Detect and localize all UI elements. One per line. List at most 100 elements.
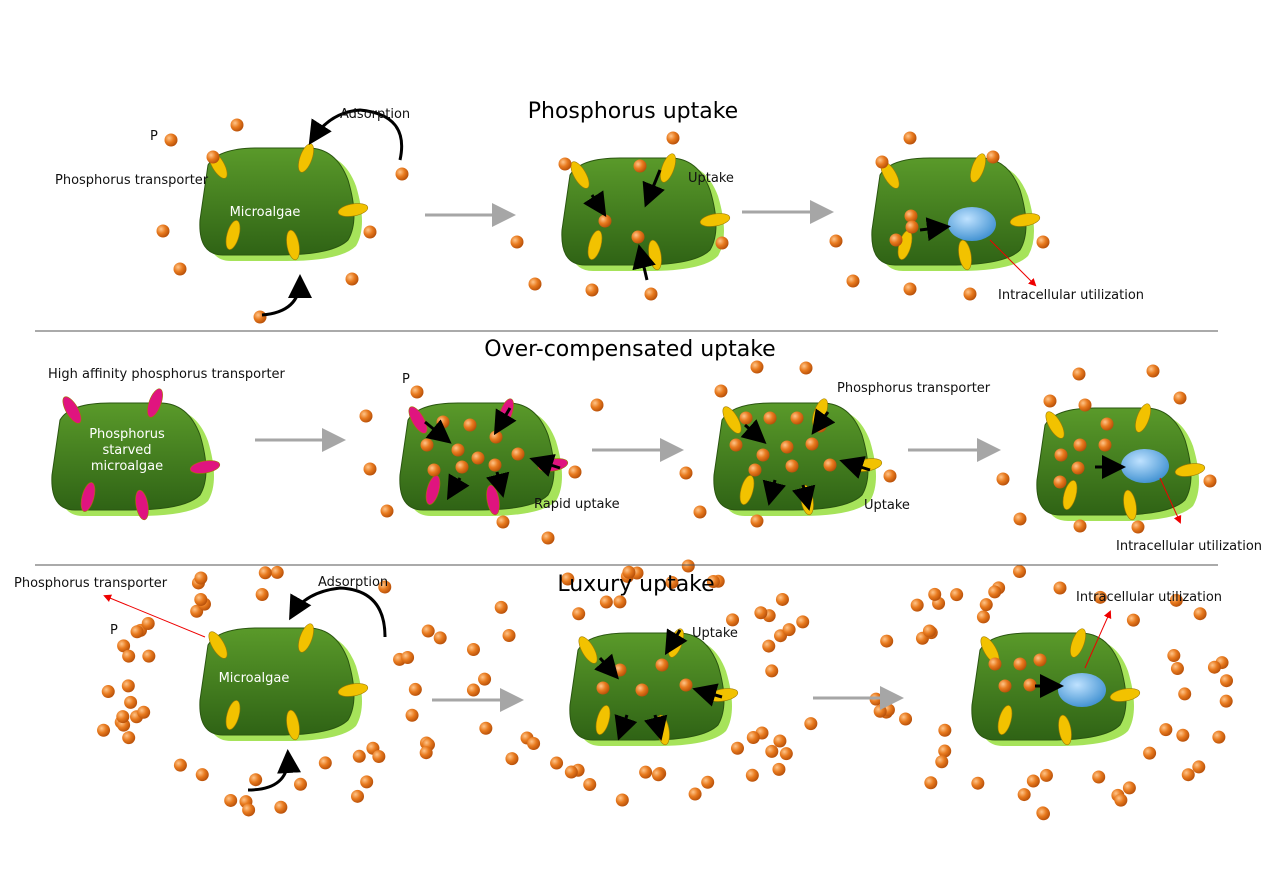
panel-title: Phosphorus uptake — [528, 99, 738, 124]
phosphate-dot — [1173, 391, 1187, 405]
phosphate-dot — [922, 624, 936, 638]
phosphate-dot — [466, 643, 480, 657]
phosphate-dot — [748, 463, 762, 477]
transporter-icon — [1123, 489, 1137, 521]
phosphate-dot — [130, 625, 144, 639]
phosphate-dot — [1167, 649, 1181, 663]
phosphate-dot — [1013, 657, 1027, 671]
phosphate-dot — [639, 765, 653, 779]
arrow-icon — [989, 239, 1037, 287]
phosphate-dot — [164, 133, 178, 147]
transporter-icon — [699, 213, 731, 227]
phosphate-dot — [1073, 438, 1087, 452]
transporter-icon — [739, 475, 755, 505]
phosphate-dot — [420, 438, 434, 452]
transporter-icon — [286, 229, 300, 261]
adsorption-arrow — [308, 108, 404, 161]
phosphate-dot — [1033, 653, 1047, 667]
transporter-icon — [337, 203, 369, 217]
phosphate-dot — [1098, 438, 1112, 452]
phosphate-dot — [408, 682, 422, 696]
phosphate-dot — [780, 440, 794, 454]
phosphate-dot — [1178, 687, 1192, 701]
phosphate-dot — [880, 634, 894, 648]
phosphate-dot — [510, 235, 524, 249]
arrow-icon — [424, 419, 452, 444]
label-p: P — [150, 129, 158, 144]
transporter-icon — [958, 239, 972, 271]
phosphate-dot — [527, 737, 541, 751]
transporter-icon — [595, 705, 611, 735]
phosphate-dot — [1122, 781, 1136, 795]
vacuole-icon — [948, 207, 996, 241]
phosphate-dot — [253, 310, 267, 324]
label-adsorption: Adsorption — [340, 107, 410, 122]
phosphate-dot — [489, 430, 503, 444]
phosphate-dot — [345, 272, 359, 286]
phosphate-dot — [1072, 367, 1086, 381]
phosphate-dot — [903, 282, 917, 296]
phosphate-dot — [765, 744, 779, 758]
arrow-icon — [485, 471, 510, 498]
phosphate-dot — [701, 775, 715, 789]
phosphate-dot — [971, 776, 985, 790]
phosphate-dot — [561, 572, 575, 586]
phosphate-dot — [405, 708, 419, 722]
high-affinity-transporter-icon — [80, 482, 96, 512]
phosphate-dot — [463, 418, 477, 432]
phosphate-dot — [679, 678, 693, 692]
phosphate-dot — [976, 610, 990, 624]
phosphate-dot — [528, 277, 542, 291]
phosphate-dot — [318, 756, 332, 770]
phosphate-dot — [1053, 581, 1067, 595]
label-uptake: Uptake — [864, 498, 910, 513]
phosphate-dot — [875, 155, 889, 169]
phosphate-dot — [779, 747, 793, 761]
label-high-affinity: High affinity phosphorus transporter — [48, 367, 286, 382]
phosphate-dot — [141, 616, 155, 630]
adsorption-arrow — [247, 749, 301, 792]
phosphate-dot — [772, 762, 786, 776]
phosphate-dot — [258, 566, 272, 580]
vacuole-icon — [1121, 449, 1169, 483]
phosphate-dot — [558, 157, 572, 171]
cell-label: Microalgae — [230, 205, 301, 220]
phosphate-dot — [142, 649, 156, 663]
phosphate-dot — [1039, 768, 1053, 782]
label-uptake: Uptake — [692, 626, 738, 641]
phosphate-dot — [598, 214, 612, 228]
transporter-icon — [587, 230, 603, 260]
high-affinity-transporter-icon — [135, 489, 149, 521]
phosphate-dot — [505, 752, 519, 766]
phosphate-dot — [1013, 512, 1027, 526]
phosphate-dot — [765, 664, 779, 678]
phosphate-dot — [1192, 760, 1206, 774]
phosphate-dot — [1114, 793, 1128, 807]
panel-title: Over-compensated uptake — [484, 337, 775, 362]
vacuole-icon — [1058, 673, 1106, 707]
phosphate-dot — [631, 230, 645, 244]
phosphate-dot — [905, 220, 919, 234]
phosphate-dot — [762, 639, 776, 653]
phosphate-dot — [883, 469, 897, 483]
cell-label: microalgae — [91, 459, 163, 474]
phosphate-dot — [763, 411, 777, 425]
label-rapid-uptake: Rapid uptake — [534, 497, 620, 512]
phosphate-dot — [378, 580, 392, 594]
phosphate-dot — [903, 131, 917, 145]
phosphate-dot — [194, 593, 208, 607]
phosphate-dot — [950, 588, 964, 602]
phosphate-dot — [194, 571, 208, 585]
transporter-icon — [1062, 480, 1078, 510]
phosphate-dot — [230, 118, 244, 132]
phosphate-dot — [363, 462, 377, 476]
phosphate-dot — [274, 800, 288, 814]
phosphate-dot — [928, 587, 942, 601]
arrow-icon — [839, 456, 871, 479]
phosphate-dot — [665, 575, 679, 589]
arrow-icon — [1159, 477, 1182, 524]
phosphate-dot — [590, 398, 604, 412]
phosphate-dot — [496, 515, 510, 529]
